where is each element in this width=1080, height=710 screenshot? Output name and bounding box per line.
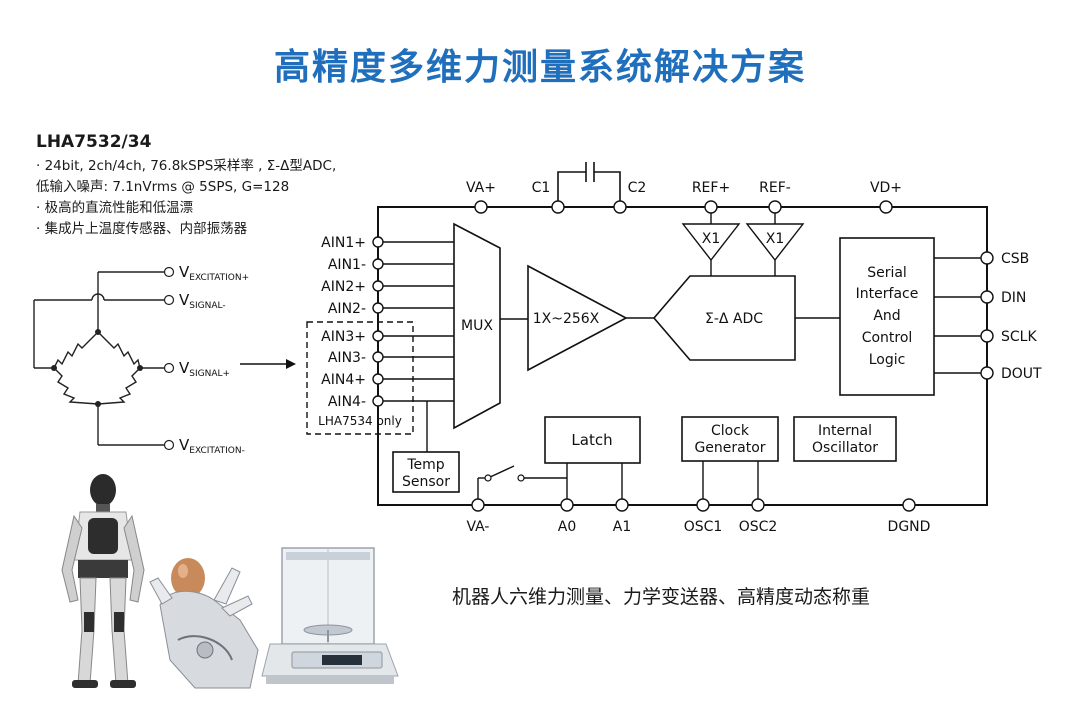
pin-ain2-minus: AIN2- [328, 301, 366, 317]
osc-label-2: Oscillator [812, 440, 878, 456]
lha7534-only-note: LHA7534 only [318, 414, 402, 428]
internal-oscillator-block [793, 416, 897, 462]
pin-ref-plus: REF+ [692, 180, 730, 196]
pin-dout: DOUT [1001, 366, 1042, 382]
pin-sclk: SCLK [1001, 329, 1037, 345]
ain-pin-circles [372, 236, 384, 407]
serial-label-5: Logic [869, 352, 906, 368]
pin-a1: A1 [613, 519, 631, 535]
temp-sensor-block [392, 451, 460, 493]
pin-ain2-plus: AIN2+ [321, 279, 366, 295]
bridge-terminals [163, 266, 175, 451]
latch-label: Latch [571, 431, 612, 449]
pin-ain1-plus: AIN1+ [321, 235, 366, 251]
humanoid-robot-image [61, 474, 145, 688]
pga-block [527, 264, 628, 372]
page-title: 高精度多维力测量系统解决方案 [273, 47, 806, 88]
pin-c2: C2 [628, 180, 647, 196]
bridge-nodes [51, 329, 143, 407]
ref-minus-buffer [745, 223, 805, 262]
pga-label: 1X~256X [533, 311, 600, 327]
ref-plus-buffer [681, 223, 741, 262]
v-signal-minus-label: VSIGNAL- [179, 291, 226, 311]
capacitor-icon [557, 162, 621, 207]
applications-text: 机器人六维力测量、力学变送器、高精度动态称重 [452, 586, 871, 608]
ain-wires [378, 241, 454, 402]
serial-label-4: Control [862, 330, 913, 346]
bridge-circuit [33, 271, 165, 446]
pin-ain3-plus: AIN3+ [321, 329, 366, 345]
pin-din: DIN [1001, 290, 1026, 306]
v-excitation-minus-label: VEXCITATION- [179, 436, 245, 456]
pin-ain1-minus: AIN1- [328, 257, 366, 273]
osc-label-1: Internal [818, 423, 872, 439]
arrow-icon [240, 359, 296, 369]
v-signal-plus-label: VSIGNAL+ [179, 359, 230, 379]
pin-ain4-plus: AIN4+ [321, 372, 366, 388]
mux-block [453, 222, 501, 430]
pin-va-plus: VA+ [466, 180, 496, 196]
precision-balance-image [261, 547, 399, 684]
pin-ain4-minus: AIN4- [328, 394, 366, 410]
serial-label-2: Interface [856, 286, 919, 302]
clock-label-2: Generator [694, 440, 765, 456]
adc-label: Σ-Δ ADC [705, 311, 763, 327]
v-excitation-plus-label: VEXCITATION+ [179, 263, 249, 283]
latch-block [544, 416, 641, 464]
pin-dgnd: DGND [888, 519, 931, 535]
part-number: LHA7532/34 [36, 132, 152, 152]
clock-generator-block [681, 416, 779, 462]
pin-ain3-minus: AIN3- [328, 350, 366, 366]
serial-interface-block [839, 237, 935, 396]
switch-icon [477, 465, 567, 499]
serial-label-3: And [873, 308, 900, 324]
temp-label-2: Sensor [402, 474, 450, 490]
spec-line: · 24bit, 2ch/4ch, 76.8kSPS采样率 , Σ-Δ型ADC, [36, 158, 337, 174]
pin-ref-minus: REF- [759, 180, 791, 196]
pin-vd-plus: VD+ [870, 180, 902, 196]
pin-csb: CSB [1001, 251, 1029, 267]
robot-hand-egg-image [149, 558, 259, 689]
serial-label-1: Serial [867, 265, 907, 281]
pin-c1: C1 [532, 180, 551, 196]
spec-line: 低输入噪声: 7.1nVrms @ 5SPS, G=128 [36, 179, 290, 195]
ref-minus-buffer-label: X1 [766, 231, 785, 247]
spec-line: · 极高的直流性能和低温漂 [36, 200, 194, 216]
temp-label-1: Temp [406, 457, 444, 473]
spec-line: · 集成片上温度传感器、内部振荡器 [36, 221, 248, 237]
ref-plus-buffer-label: X1 [702, 231, 721, 247]
pin-va-minus: VA- [466, 519, 489, 535]
top-pin-circles [474, 200, 893, 214]
right-pin-wires [934, 257, 987, 374]
clock-label-1: Clock [711, 423, 750, 439]
lha7534-only-box [306, 321, 414, 435]
right-pin-circles [980, 251, 994, 380]
pin-osc2: OSC2 [739, 519, 778, 535]
pin-osc1: OSC1 [684, 519, 723, 535]
spec-block: LHA7532/34 · 24bit, 2ch/4ch, 76.8kSPS采样率… [36, 132, 416, 240]
mux-label: MUX [461, 318, 493, 334]
pin-a0: A0 [558, 519, 576, 535]
